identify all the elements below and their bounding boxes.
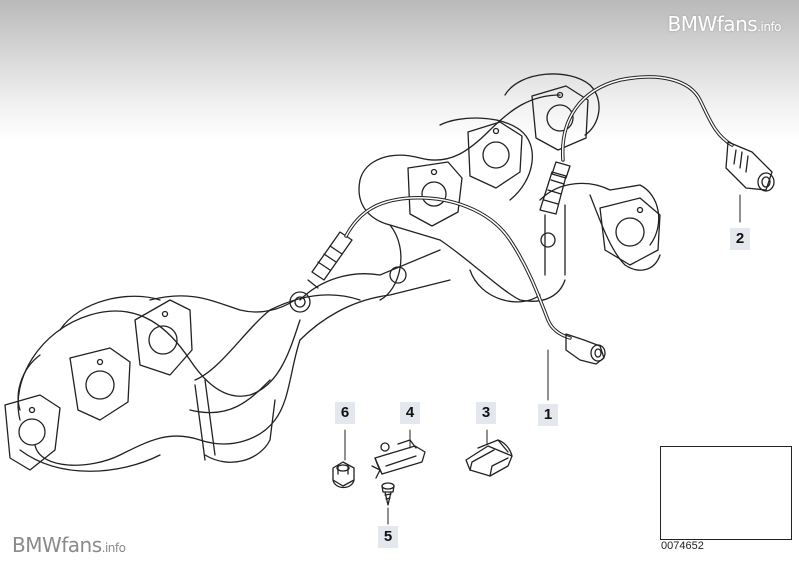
leader-lines	[344, 194, 741, 525]
exhaust-manifold-front-icon	[4, 249, 451, 472]
oxygen-sensor-icon	[307, 196, 606, 365]
callout-1[interactable]: 1	[538, 404, 558, 426]
watermark-top-brand: BMWfans	[667, 12, 758, 36]
screw-icon	[381, 482, 395, 506]
exhaust-manifold-rear-icon	[289, 73, 661, 313]
watermark-top: BMWfans.info	[667, 12, 782, 36]
oxygen-sensor-rear-icon	[539, 75, 775, 215]
watermark-bottom-brand: BMWfans	[12, 533, 102, 557]
nut-icon	[332, 461, 355, 489]
callout-5[interactable]: 5	[378, 526, 398, 548]
diagram-id: 0074652	[661, 540, 704, 552]
watermark-top-suffix: .info	[757, 20, 781, 34]
holder-icon	[371, 439, 426, 479]
callout-2[interactable]: 2	[730, 228, 750, 250]
watermark-bottom-suffix: .info	[101, 541, 126, 555]
vehicle-thumbnail	[660, 446, 792, 540]
callout-4[interactable]: 4	[400, 402, 420, 424]
callout-3[interactable]: 3	[476, 402, 496, 424]
watermark-bottom: BMWfans.info	[12, 533, 126, 557]
callout-6[interactable]: 6	[335, 402, 355, 424]
clip-icon	[465, 439, 513, 477]
